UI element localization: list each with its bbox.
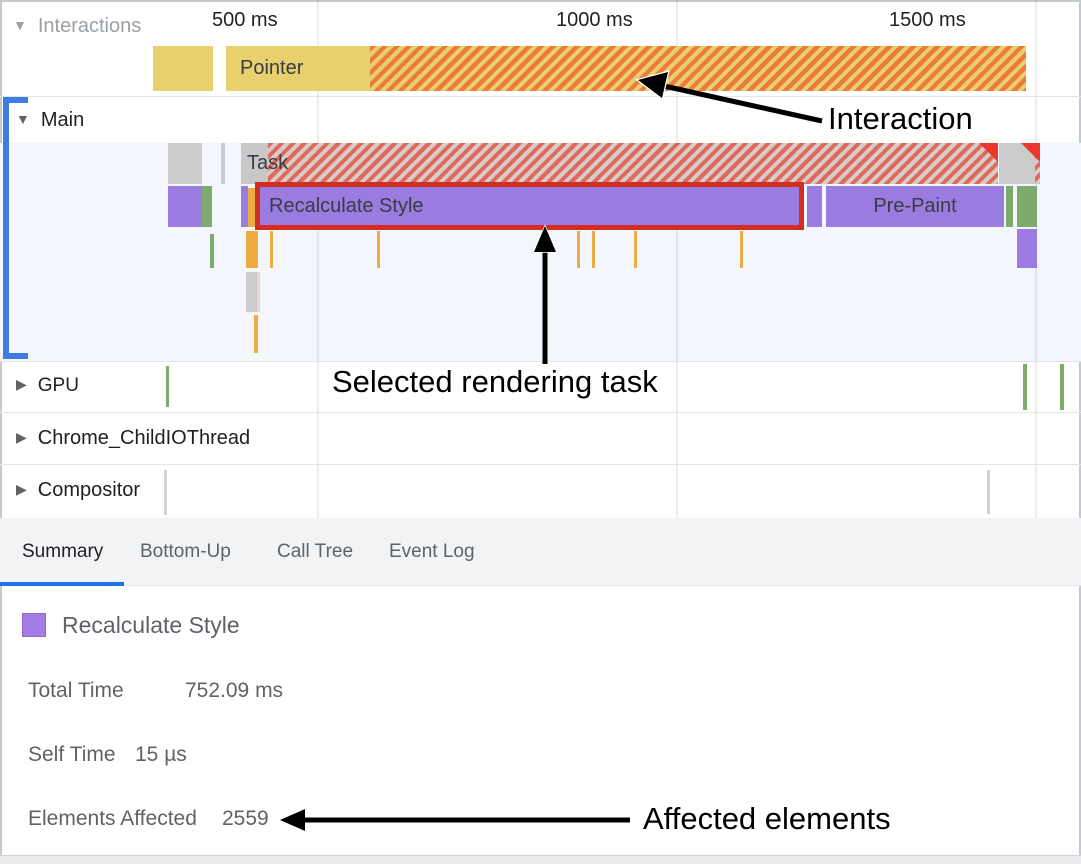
long-task-hatch bbox=[268, 143, 998, 184]
summary-row-label: Elements Affected bbox=[28, 807, 197, 830]
paint-event-bar[interactable] bbox=[1017, 186, 1037, 227]
script-marker[interactable] bbox=[270, 231, 273, 268]
track-label-main: Main bbox=[40, 109, 85, 131]
track-separator bbox=[0, 412, 1081, 413]
compositor-activity-marker[interactable] bbox=[164, 470, 167, 515]
task-hatch-sliver bbox=[1035, 143, 1040, 184]
track-header-main[interactable]: ▼ Main bbox=[16, 109, 84, 132]
pointer-overlong-hatch bbox=[370, 46, 1026, 91]
expand-icon[interactable]: ▶ bbox=[16, 376, 27, 392]
pre-paint-bar[interactable]: Pre-Paint bbox=[826, 186, 1004, 227]
summary-row-value: 752.09 ms bbox=[185, 679, 284, 702]
main-track-bracket-bottom bbox=[3, 353, 28, 359]
selected-event-recalculate-style[interactable]: Recalculate Style bbox=[255, 182, 804, 230]
track-separator bbox=[0, 361, 1081, 362]
track-header-gpu[interactable]: ▶ GPU bbox=[16, 375, 79, 397]
track-label-childio: Chrome_ChildIOThread bbox=[37, 427, 251, 449]
annotation-interaction: Interaction bbox=[828, 101, 973, 136]
event-color-swatch bbox=[22, 613, 46, 637]
panel-bottom-edge bbox=[0, 855, 1081, 864]
track-label-interactions: Interactions bbox=[37, 15, 142, 37]
summary-event-name: Recalculate Style bbox=[62, 612, 240, 638]
annotation-selected-task: Selected rendering task bbox=[332, 364, 658, 399]
script-marker[interactable] bbox=[254, 315, 258, 353]
track-header-interactions[interactable]: ▼ Interactions bbox=[13, 15, 141, 38]
script-marker[interactable] bbox=[377, 231, 380, 268]
ruler-label: 500 ms bbox=[212, 9, 278, 31]
tab-bottom-up[interactable]: Bottom-Up bbox=[140, 541, 231, 562]
paint-event-bar[interactable] bbox=[1006, 186, 1013, 227]
details-tab-bar: Summary Bottom-Up Call Tree Event Log bbox=[0, 518, 1081, 586]
gpu-activity-marker[interactable] bbox=[166, 366, 169, 407]
gpu-activity-marker[interactable] bbox=[1023, 364, 1027, 410]
pointer-bar-label: Pointer bbox=[240, 57, 304, 79]
summary-row-label: Self Time bbox=[28, 743, 116, 766]
track-separator bbox=[0, 464, 1081, 465]
summary-row-value: 2559 bbox=[222, 807, 269, 830]
long-task-warning-icon bbox=[1021, 143, 1040, 162]
ruler-label: 1500 ms bbox=[889, 9, 966, 31]
script-marker[interactable] bbox=[740, 231, 743, 268]
expand-icon[interactable]: ▶ bbox=[16, 481, 27, 497]
gpu-activity-marker[interactable] bbox=[1060, 364, 1064, 410]
track-label-compositor: Compositor bbox=[37, 479, 141, 501]
task-event-bar[interactable] bbox=[168, 143, 202, 184]
script-marker[interactable] bbox=[634, 231, 637, 268]
main-track-bracket-top bbox=[3, 97, 28, 103]
paint-event-bar[interactable] bbox=[202, 186, 212, 227]
pointer-interaction-bar[interactable]: Pointer bbox=[226, 46, 1026, 91]
tab-event-log[interactable]: Event Log bbox=[389, 541, 475, 562]
track-header-compositor[interactable]: ▶ Compositor bbox=[16, 479, 140, 502]
task-bar-label: Task bbox=[247, 152, 289, 174]
tab-summary[interactable]: Summary bbox=[22, 541, 104, 562]
task-event-bar[interactable] bbox=[999, 143, 1040, 184]
event-edge-marker bbox=[257, 272, 260, 312]
summary-row-value: 15 µs bbox=[135, 743, 187, 766]
script-marker[interactable] bbox=[592, 231, 595, 268]
script-event-bar[interactable] bbox=[246, 231, 258, 268]
render-event-bar[interactable] bbox=[807, 186, 822, 227]
ruler-gridline-1000 bbox=[676, 0, 678, 518]
track-header-childio[interactable]: ▶ Chrome_ChildIOThread bbox=[16, 427, 250, 450]
render-event-bar[interactable] bbox=[168, 186, 202, 227]
affected-elements-arrow bbox=[280, 809, 630, 831]
expand-icon[interactable]: ▶ bbox=[16, 429, 27, 445]
collapse-icon[interactable]: ▼ bbox=[13, 17, 27, 33]
script-event-bar[interactable] bbox=[248, 188, 255, 227]
collapse-icon[interactable]: ▼ bbox=[16, 111, 30, 127]
interaction-event-bar[interactable] bbox=[153, 46, 213, 91]
render-event-bar[interactable] bbox=[1017, 229, 1037, 268]
summary-row-label: Total Time bbox=[28, 679, 124, 702]
main-track-bracket bbox=[3, 97, 9, 359]
compositor-activity-marker[interactable] bbox=[987, 470, 990, 514]
track-label-gpu: GPU bbox=[37, 375, 79, 396]
active-tab-underline bbox=[0, 582, 124, 586]
pre-paint-label: Pre-Paint bbox=[873, 195, 957, 217]
long-task-warning-icon bbox=[979, 143, 998, 162]
system-event-bar[interactable] bbox=[246, 272, 257, 312]
ruler-label: 1000 ms bbox=[556, 9, 633, 31]
tab-call-tree[interactable]: Call Tree bbox=[277, 541, 354, 562]
task-event-bar[interactable] bbox=[221, 143, 225, 184]
paint-event-bar[interactable] bbox=[210, 234, 214, 268]
recalculate-style-label: Recalculate Style bbox=[269, 195, 424, 217]
long-task-bar[interactable]: Task bbox=[241, 143, 998, 184]
ruler-gridline-500 bbox=[317, 0, 319, 518]
script-marker[interactable] bbox=[577, 231, 580, 268]
annotation-affected-elements: Affected elements bbox=[643, 801, 891, 836]
track-separator bbox=[0, 96, 1081, 97]
render-event-bar[interactable] bbox=[241, 186, 248, 227]
